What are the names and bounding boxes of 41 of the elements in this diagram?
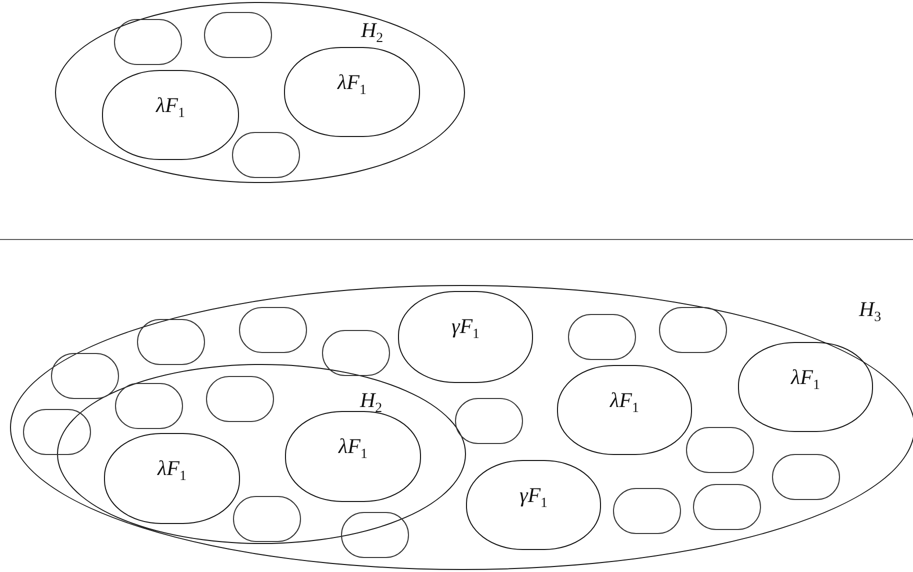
empty-region (613, 488, 681, 534)
empty-region (568, 314, 636, 360)
region-blob (285, 411, 421, 502)
set-ellipse (55, 2, 465, 183)
region-blob (398, 291, 533, 383)
empty-region (115, 383, 183, 429)
set-label: λF$_{1}$ (338, 72, 366, 98)
empty-region (51, 353, 119, 399)
set-label: H$_{2}$ (361, 20, 384, 46)
set-label: λF$_{1}$ (338, 436, 368, 462)
set-ellipse (10, 285, 913, 570)
region-blob (466, 460, 601, 550)
empty-region (206, 376, 274, 422)
set-label: H$_{2}$ (360, 390, 382, 416)
empty-region (659, 307, 727, 353)
region-blob (284, 47, 420, 137)
empty-region (322, 330, 390, 376)
set-label: λF$_{1}$ (610, 390, 639, 416)
empty-region (232, 132, 300, 178)
empty-region (455, 398, 523, 444)
empty-region (693, 484, 761, 530)
empty-region (341, 512, 409, 558)
empty-region (233, 496, 301, 542)
region-blob (557, 365, 692, 455)
empty-region (137, 319, 205, 365)
empty-region (23, 409, 91, 455)
empty-region (114, 19, 182, 65)
set-label: H$_{3}$ (859, 299, 882, 326)
region-blob (102, 70, 239, 160)
region-blob (104, 433, 240, 524)
set-ellipse (57, 364, 466, 544)
region-blob (738, 342, 873, 432)
empty-region (686, 427, 754, 473)
empty-region (204, 12, 272, 58)
empty-region (239, 307, 307, 353)
set-label: λF$_{1}$ (791, 367, 820, 394)
empty-region (772, 454, 840, 500)
set-label: λF$_{1}$ (156, 95, 185, 122)
set-label: λF$_{1}$ (158, 458, 186, 484)
set-label: γF$_{1}$ (451, 316, 480, 342)
set-label: γF$_{1}$ (519, 485, 548, 512)
